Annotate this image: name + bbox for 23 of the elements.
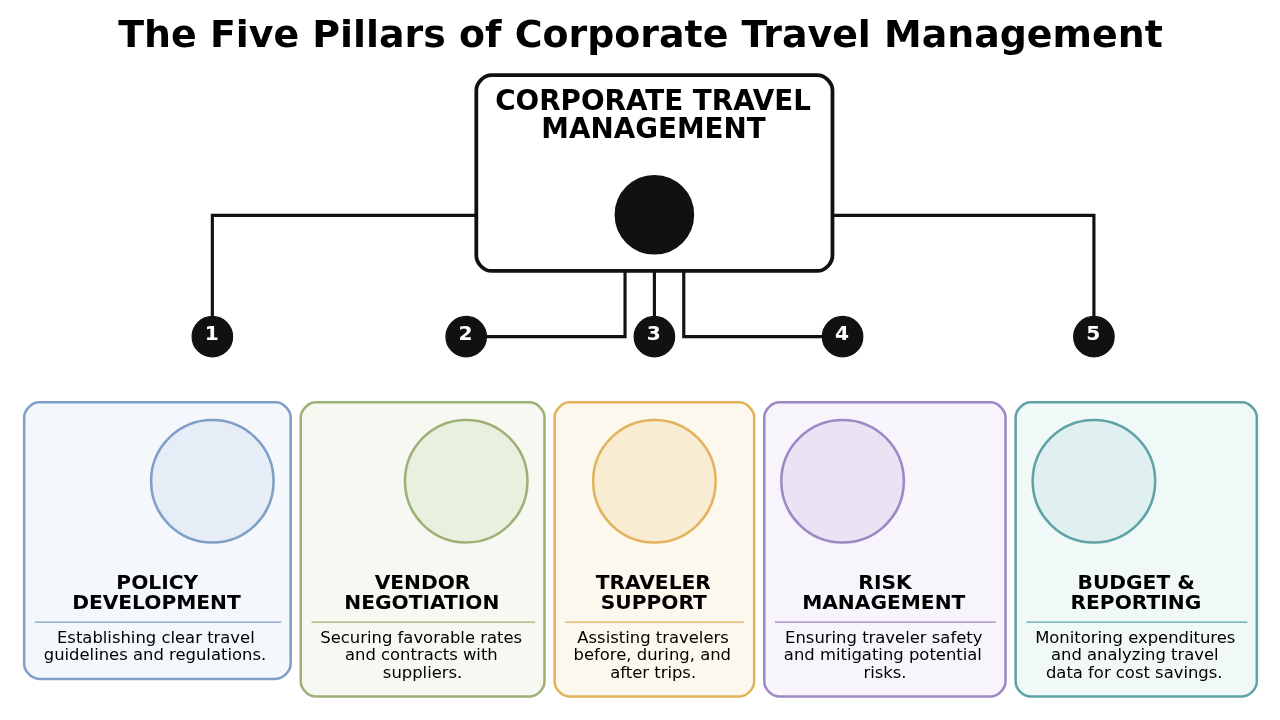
node-circle: 5 xyxy=(1072,315,1115,358)
node-circle xyxy=(403,418,529,544)
cluster: VENDOR NEGOTIATION Securing favorable rates and contracts with suppliers. xyxy=(299,401,546,698)
node-circle xyxy=(149,418,275,544)
diagram-title: The Five Pillars of Corporate Travel Management xyxy=(117,12,1163,57)
node-circle: 4 xyxy=(821,315,863,358)
connector xyxy=(210,213,476,317)
cluster: TRAVELER SUPPORT Assisting travelers before, during, and after trips. xyxy=(552,401,755,698)
node-circle xyxy=(614,174,694,255)
connector xyxy=(681,270,822,339)
cluster: POLICY DEVELOPMENT Establishing clear travel guidelines and regulations. xyxy=(22,401,292,681)
node-circle: 1 xyxy=(191,315,233,358)
node-circle xyxy=(591,418,717,544)
node-circle: 2 xyxy=(444,315,487,358)
cluster: CORPORATE TRAVEL MANAGEMENT xyxy=(473,73,834,273)
node-circle: 3 xyxy=(633,315,675,358)
cluster: BUDGET & REPORTING Monitoring expenditures and analyzing travel data for cost savings. xyxy=(1013,401,1258,698)
node-circle xyxy=(1030,418,1156,544)
connector xyxy=(832,213,1095,317)
node-circle xyxy=(779,418,905,544)
connector xyxy=(652,270,656,317)
cluster: RISK MANAGEMENT Ensuring traveler safety and mitigating potential risks. xyxy=(762,401,1007,698)
connector xyxy=(486,270,627,339)
